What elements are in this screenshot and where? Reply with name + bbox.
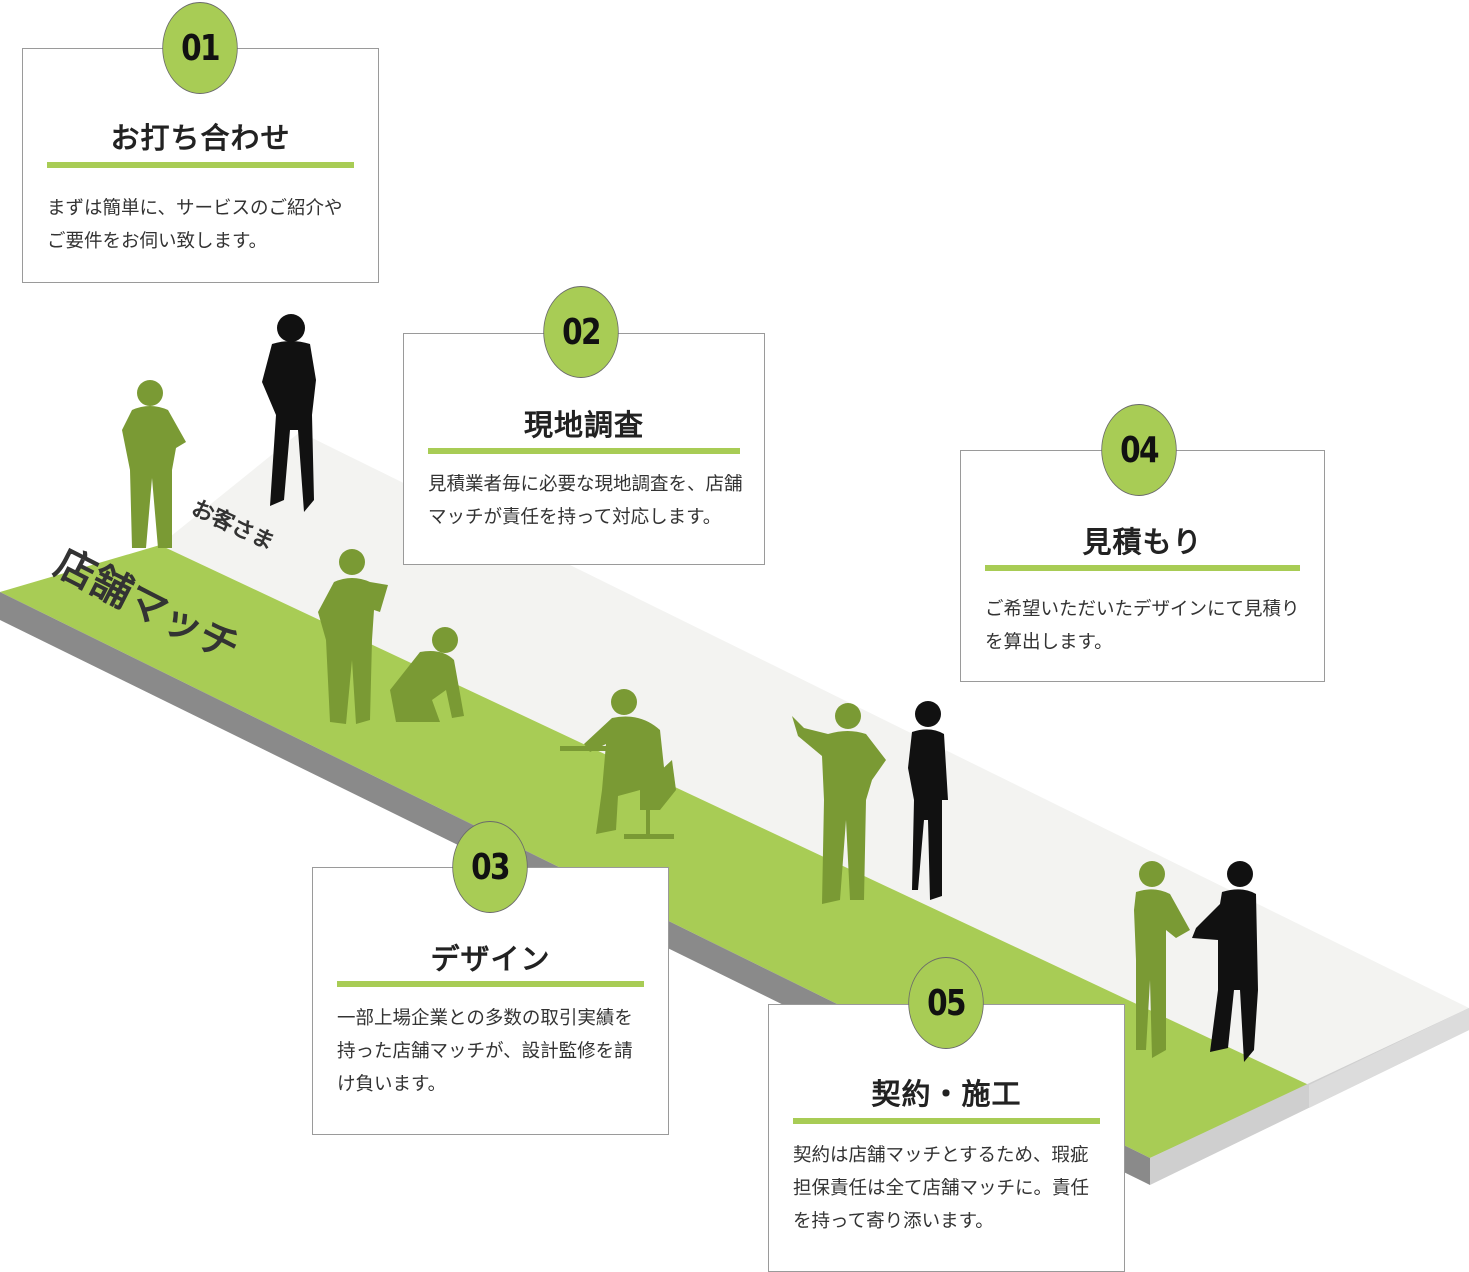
step-title: 契約・施工 <box>871 1077 1022 1111</box>
title-underline <box>985 565 1300 571</box>
company-person-thinking-silhouette <box>122 380 186 548</box>
company-handshake-silhouette <box>1134 861 1190 1058</box>
lane-end-cap <box>1309 1008 1469 1108</box>
title-underline <box>47 162 354 168</box>
step-number-badge-05: 05 <box>908 957 984 1049</box>
customer-handshake-silhouette <box>1192 861 1258 1062</box>
step-description: まずは簡単に、サービスのご紹介やご要件をお伺い致します。 <box>47 198 343 252</box>
company-designer-at-desk-silhouette <box>560 689 676 839</box>
step-title: お打ち合わせ <box>110 121 291 155</box>
step-title: デザイン <box>430 942 551 976</box>
company-surveyor-silhouette <box>318 549 388 724</box>
step-number-badge-03: 03 <box>452 821 528 913</box>
title-underline <box>428 448 740 454</box>
customer-listener-silhouette <box>908 701 948 900</box>
step-card-01: お打ち合わせ まずは簡単に、サービスのご紹介やご要件をお伺い致します。 <box>22 48 379 283</box>
step-title: 現地調査 <box>523 408 644 442</box>
step-title: 見積もり <box>1082 525 1203 559</box>
step-description: 一部上場企業との多数の取引実績を持った店舗マッチが、設計監修を請け負います。 <box>337 1008 633 1095</box>
title-underline <box>793 1118 1100 1124</box>
title-underline <box>337 981 644 987</box>
step-number-badge-01: 01 <box>162 2 238 94</box>
step-description: 契約は店舗マッチとするため、瑕疵担保責任は全て店舗マッチに。責任を持って寄り添い… <box>793 1145 1090 1232</box>
step-number-badge-02: 02 <box>543 286 619 378</box>
customer-person-standing-silhouette <box>262 314 316 512</box>
step-description: 見積業者毎に必要な現地調査を、店舗マッチが責任を持って対応します。 <box>428 474 743 528</box>
step-description: ご希望いただいたデザインにて見積りを算出します。 <box>985 599 1300 653</box>
company-crouching-worker-silhouette <box>390 627 464 722</box>
step-number-badge-04: 04 <box>1101 404 1177 496</box>
company-presenter-silhouette <box>792 703 886 904</box>
